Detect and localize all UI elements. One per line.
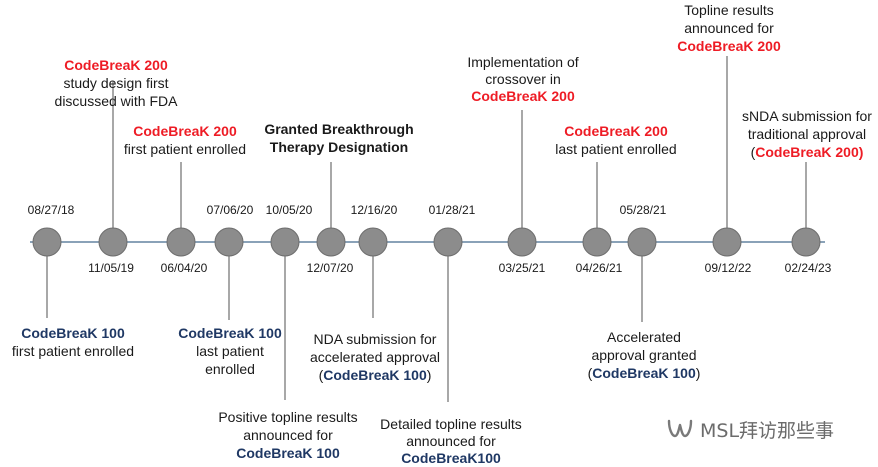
event-note-line: CodeBreaK 100 <box>178 325 282 341</box>
event-note-line: first patient enrolled <box>124 141 246 157</box>
event-note-line: CodeBreaK 200 <box>133 123 237 139</box>
event-note-line: CodeBreaK 200 <box>64 57 168 73</box>
event-note-line: Accelerated <box>607 329 681 345</box>
event-note-line: sNDA submission for <box>742 108 872 124</box>
event-note-line: NDA submission for <box>314 331 437 347</box>
event-note-line: (CodeBreaK 100) <box>588 365 701 381</box>
event-date: 12/16/20 <box>351 203 398 217</box>
event-node <box>214 227 244 257</box>
event-date: 11/05/19 <box>88 261 134 275</box>
event-note-line: CodeBreaK 100 <box>236 445 340 461</box>
event-note-line: CodeBreaK 200 <box>564 123 668 139</box>
event-note-line: Granted Breakthrough <box>264 121 413 137</box>
event-node <box>791 227 821 257</box>
event-date: 02/24/23 <box>785 261 832 275</box>
event-note-line: announced for <box>406 433 496 449</box>
event-note-line: (CodeBreaK 200) <box>751 144 864 160</box>
event-node <box>627 227 657 257</box>
event-node <box>32 227 62 257</box>
event-date: 04/26/21 <box>576 261 623 275</box>
event-note-line: Implementation of <box>467 54 578 70</box>
event-note-line: announced for <box>684 20 774 36</box>
event-date: 07/06/20 <box>207 203 254 217</box>
event-note-line: CodeBreaK100 <box>401 450 501 466</box>
event-note-line: Detailed topline results <box>380 416 522 432</box>
event-date: 01/28/21 <box>429 203 476 217</box>
event-note-line: CodeBreaK 100 <box>21 325 125 341</box>
event-note-line: Topline results <box>684 2 774 18</box>
watermark-text: MSL拜访那些事 <box>700 419 835 442</box>
event-note-line: enrolled <box>205 361 255 377</box>
event-note-line: Therapy Designation <box>270 139 408 155</box>
event-node <box>712 227 742 257</box>
event-note-line: (CodeBreaK 100) <box>319 367 432 383</box>
event-note-line: last patient enrolled <box>555 141 676 157</box>
event-node <box>98 227 128 257</box>
watermark: MSL拜访那些事 <box>666 414 834 444</box>
event-date: 10/05/20 <box>266 203 313 217</box>
event-node <box>316 227 346 257</box>
event-date: 05/28/21 <box>620 203 667 217</box>
event-note-line: discussed with FDA <box>55 93 179 109</box>
event-node <box>582 227 612 257</box>
event-node <box>166 227 196 257</box>
event-note-line: last patient <box>196 343 264 359</box>
event-date: 09/12/22 <box>705 261 752 275</box>
event-note-line: CodeBreaK 200 <box>677 38 781 54</box>
event-node <box>507 227 537 257</box>
event-date: 06/04/20 <box>161 261 208 275</box>
event-note-line: Positive topline results <box>218 409 357 425</box>
event-note-line: traditional approval <box>748 126 866 142</box>
wechat-channel-icon <box>667 419 693 438</box>
event-note-line: first patient enrolled <box>12 343 134 359</box>
event-note-line: study design first <box>63 75 168 91</box>
event-note-line: CodeBreaK 200 <box>471 88 575 104</box>
event-note-line: approval granted <box>591 347 696 363</box>
event-date: 12/07/20 <box>307 261 354 275</box>
event-note-line: accelerated approval <box>310 349 440 365</box>
event-node <box>358 227 388 257</box>
event-node <box>270 227 300 257</box>
event-date: 03/25/21 <box>499 261 546 275</box>
event-date: 08/27/18 <box>28 203 75 217</box>
event-note-line: announced for <box>243 427 333 443</box>
event-node <box>433 227 463 257</box>
event-note-line: crossover in <box>485 71 560 87</box>
